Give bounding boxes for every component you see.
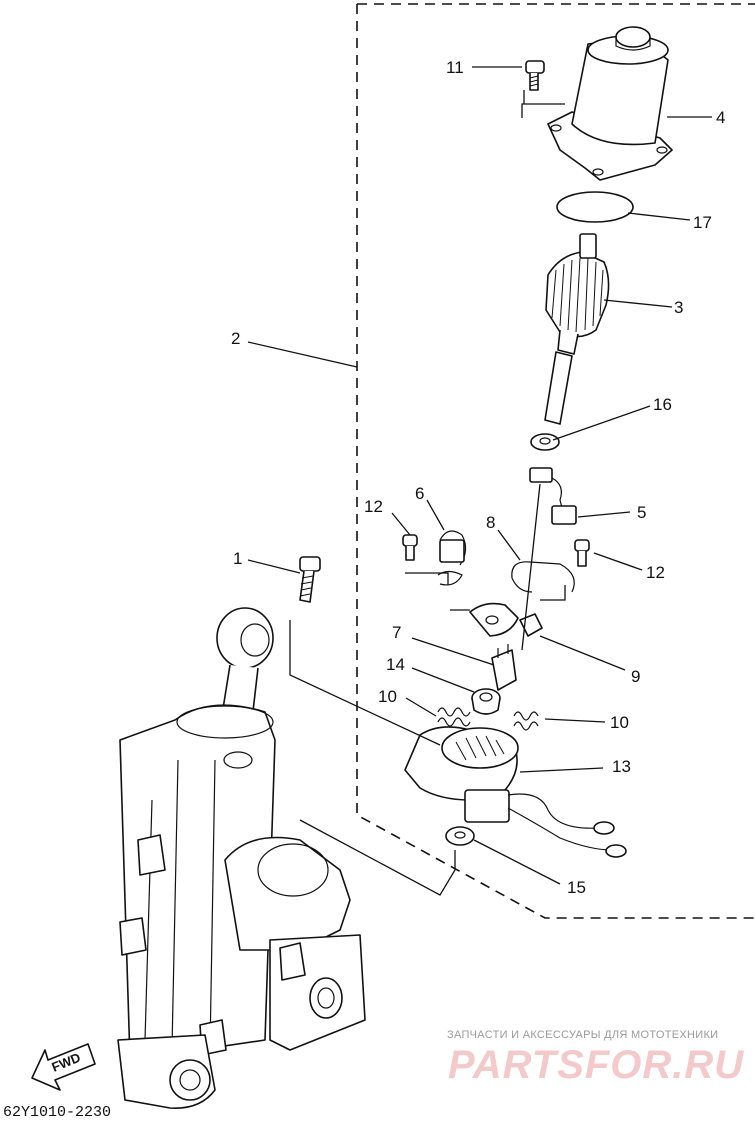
drawing-code: 62Y1010-2230: [3, 1104, 111, 1121]
callout-13: 13: [612, 757, 631, 776]
connector-7: [491, 644, 517, 691]
washer-16: [530, 433, 560, 451]
screw-12-left: [402, 534, 418, 561]
callout-10-left: 10: [378, 687, 397, 706]
brush-5: [529, 467, 577, 525]
callout-10-right: 10: [610, 713, 629, 732]
callout-2: 2: [231, 329, 240, 348]
callout-12-left: 12: [364, 497, 383, 516]
motor-housing: [547, 26, 673, 181]
callout-6: 6: [415, 484, 424, 503]
callout-3: 3: [674, 298, 683, 317]
stator-base-13: [404, 726, 627, 858]
callout-16: 16: [653, 395, 672, 414]
washer-15: [445, 826, 475, 846]
bushing-14: [471, 688, 501, 715]
spring-8: [511, 561, 575, 593]
brush-plate: [469, 602, 543, 637]
callout-4: 4: [716, 108, 725, 127]
watermark: ЗАПЧАСТИ И АКСЕССУАРЫ ДЛЯ МОТОТЕХНИКИ PA…: [447, 1029, 744, 1087]
callout-11: 11: [446, 58, 464, 77]
callout-7: 7: [392, 623, 401, 642]
spring-10-right: [513, 711, 539, 731]
callouts: 11 4 17 3 2 16 6 12 5 8 1 12 7 14 9 10 1…: [231, 58, 725, 897]
spring-10-left: [437, 707, 471, 727]
callout-17: 17: [693, 213, 712, 232]
brush-6: [437, 530, 467, 586]
bolt-1: [299, 556, 321, 603]
leader-lines: [247, 66, 712, 896]
callout-5: 5: [637, 503, 646, 522]
screw-12-right: [574, 539, 590, 567]
armature-3: [544, 233, 610, 425]
watermark-tagline: ЗАПЧАСТИ И АКСЕССУАРЫ ДЛЯ МОТОТЕХНИКИ: [447, 1029, 718, 1041]
assembly-boundary: [356, 3, 755, 919]
tilt-cylinder: [117, 607, 366, 1109]
callout-9: 9: [631, 667, 640, 686]
callout-1: 1: [233, 549, 242, 568]
o-ring-17: [556, 191, 634, 223]
callout-15: 15: [567, 878, 586, 897]
callout-12-right: 12: [646, 563, 665, 582]
callout-14: 14: [386, 655, 405, 674]
callout-8: 8: [486, 513, 495, 532]
watermark-logo: PARTSFOR.RU: [448, 1043, 744, 1087]
fwd-arrow-icon: FWD: [31, 1043, 96, 1091]
screw-11: [525, 60, 545, 91]
